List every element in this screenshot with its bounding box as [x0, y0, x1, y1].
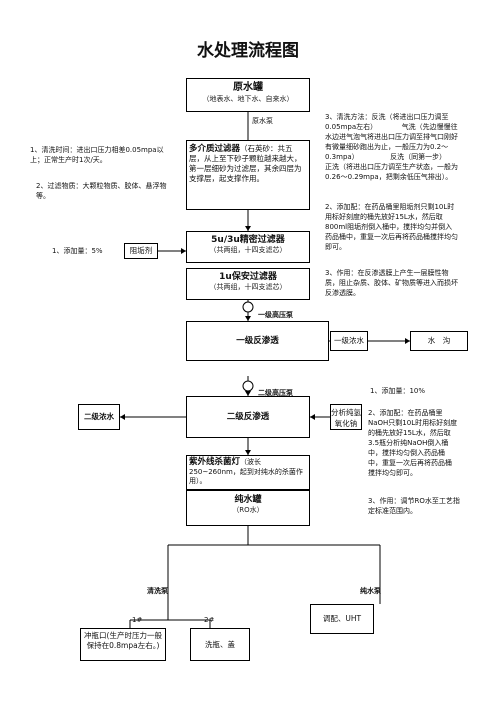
- pure-water-tank-title: 纯水罐: [234, 495, 262, 505]
- concentrate-2-box: 二级浓水: [78, 404, 120, 430]
- antiscalant-label: 阻垢剂: [129, 246, 153, 255]
- antiscalant-box: 阻垢剂: [124, 243, 158, 259]
- concentrate-2-label: 二级浓水: [84, 412, 114, 421]
- naoh-note-add: 2、添加配：在药品桶里NaOH只剩10L时用标好刻度的桶先放好15L水，然后取3…: [368, 409, 458, 477]
- left-note-1: 1、清洗时间：进出口压力相差0.05mpa以上；正常生产时1次/天。: [30, 146, 164, 164]
- pure-water-tank-sub: （RO水）: [232, 506, 264, 514]
- naoh-label: 分析纯氢氧化钠: [331, 408, 361, 428]
- pure-water-tank: 纯水罐 （RO水）: [186, 490, 310, 526]
- concentrate-1-box: 一级浓水: [330, 331, 368, 351]
- wash-label: 洗瓶、盖: [205, 640, 235, 649]
- security-filter-sub: （共两组，十四支滤芯）: [209, 283, 287, 291]
- precision-filter: 5u/3u精密过滤器 （共两组，十四支滤芯）: [186, 231, 310, 263]
- mix-uht-label: 调配、UHT: [322, 614, 362, 623]
- naoh-note-dosage: 1、添加量：10%: [370, 387, 426, 395]
- hp-pump-2-label: 二级高压泵: [258, 389, 293, 397]
- ro-stage-1-label: 一级反渗透: [236, 336, 279, 346]
- precision-filter-title: 5u/3u精密过滤器: [211, 235, 285, 245]
- drain-label: 水 沟: [427, 336, 451, 345]
- uv-sterilizer: 紫外线杀菌灯（波长250~260nm，起到对纯水的杀菌作用）。: [186, 455, 310, 490]
- ro-stage-1: 一级反渗透: [186, 321, 329, 361]
- raw-water-tank: 原水罐 （地表水、地下水、自来水）: [186, 78, 310, 112]
- bottle-rinse-label: 冲瓶口(生产时压力一般保持在0.8mpa左右。): [84, 631, 162, 650]
- concentrate-1-label: 一级浓水: [334, 336, 364, 345]
- raw-water-tank-sub: （地表水、地下水、自来水）: [202, 95, 294, 103]
- antiscalant-dosage: 1、添加量：5%: [52, 247, 103, 255]
- security-filter: 1u保安过滤器 （共两组，十四支滤芯）: [186, 268, 310, 300]
- precision-filter-sub: （共两组，十四支滤芯）: [209, 246, 287, 254]
- multimedia-filter-desc: （石英砂：共五层，从上至下砂子颗粒越来越大，第一层细砂为过滤层，其余四层为支撑层…: [189, 144, 302, 183]
- uv-sterilizer-title: 紫外线杀菌灯: [189, 457, 241, 467]
- ro-stage-2: 二级反渗透: [186, 396, 310, 438]
- right-note-cleaning: 3、清洗方法：反洗（将进出口压力调至0.05mpa左右） 气洗（先边慢慢往水边进…: [325, 113, 471, 181]
- naoh-box: 分析纯氢氧化钠: [330, 404, 362, 430]
- raw-water-pump-label: 原水泵: [252, 117, 273, 125]
- outlet-2-label: 2#: [204, 616, 215, 624]
- ro-stage-2-label: 二级反渗透: [226, 412, 270, 422]
- left-note-2: 2、过滤物质：大颗粒物质、胶体、悬浮物等。: [36, 182, 167, 200]
- wash-box: 洗瓶、盖: [190, 628, 250, 661]
- page-title: 水处理流程图: [197, 41, 299, 61]
- naoh-note-effect: 3、作用：调节RO水至工艺指定标准范围内。: [368, 497, 460, 515]
- uv-sterilizer-desc: （波长250~260nm，起到对纯水的杀菌作用）。: [189, 458, 303, 485]
- bottle-rinse-box: 冲瓶口(生产时压力一般保持在0.8mpa左右。): [80, 628, 166, 661]
- outlet-1-label: 1#: [132, 616, 143, 624]
- right-note-antiscalant-effect: 3、作用：在反渗透膜上产生一层膜性物质，阻止杂质、胶体、矿物质等进入而损坏反渗透…: [325, 269, 458, 297]
- pure-water-pump-label: 纯水泵: [360, 587, 381, 595]
- drain-box: 水 沟: [410, 331, 468, 351]
- right-note-antiscalant-add: 2、添加配：在药品桶里阻垢剂只剩10L时用标好刻度的桶先放好15L水，然后取80…: [325, 203, 458, 251]
- multimedia-filter: 多介质过滤器（石英砂：共五层，从上至下砂子颗粒越来越大，第一层细砂为过滤层，其余…: [186, 140, 310, 210]
- raw-water-tank-title: 原水罐: [233, 82, 263, 93]
- mix-uht-box: 调配、UHT: [310, 604, 374, 634]
- hp-pump-1-label: 一级高压泵: [258, 311, 293, 319]
- multimedia-filter-title: 多介质过滤器: [189, 144, 241, 154]
- cleaning-pump-label: 清洗泵: [147, 587, 168, 595]
- security-filter-title: 1u保安过滤器: [219, 272, 277, 282]
